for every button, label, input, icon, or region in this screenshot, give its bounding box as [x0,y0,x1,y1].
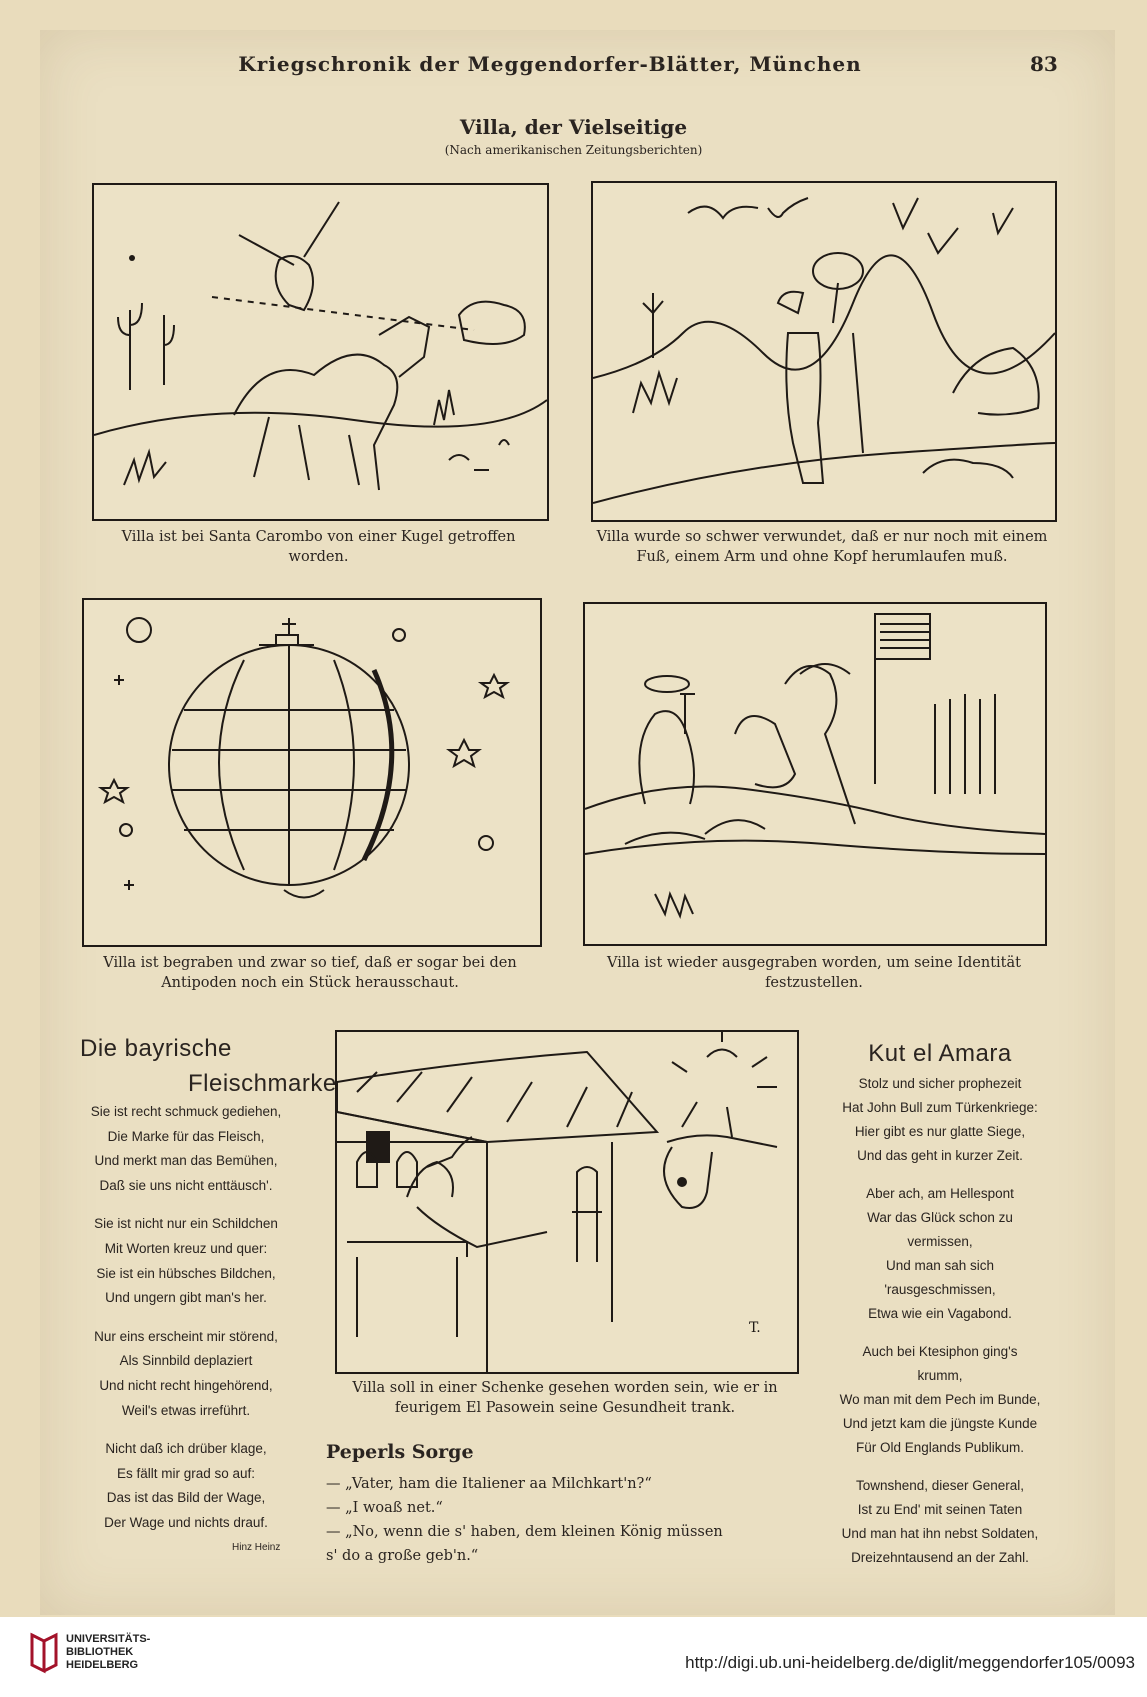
poem-line: Die Marke für das Fleisch, [107,1128,265,1144]
poem-line: Ist zu End' mit seinen Taten [857,1502,1023,1517]
poem-line: Mit Worten kreuz und quer: [104,1240,268,1256]
poem-line: Aber ach, am Hellespont [866,1186,1014,1201]
dialog-line: — „No, wenn die s' haben, dem kleinen Kö… [326,1524,723,1540]
cartoon-digging-illustration [585,613,1045,920]
cartoon-panel-3 [82,598,542,947]
library-logo-line: BIBLIOTHEK [66,1646,134,1658]
poem-left-stanza-4: Nicht daß ich drüber klage, Es fällt mir… [58,1437,314,1535]
poem-left-author: Hinz Heinz [232,1542,281,1553]
poem-line: Der Wage und nichts drauf. [104,1514,268,1530]
poem-left-stanza-3: Nur eins erscheint mir störend, Als Sinn… [58,1325,314,1423]
panel-2-caption: Villa wurde so schwer verwundet, daß er … [596,529,1048,565]
poem-line: Nicht daß ich drüber klage, [105,1441,267,1457]
panel-5-signature: T. [749,1320,761,1336]
poem-line: Und ungern gibt man's her. [105,1290,267,1306]
poem-line: Und jetzt kam die jüngste Kunde [842,1416,1038,1431]
poem-line: vermissen, [907,1234,973,1249]
article-title: Villa, der Vielseitige [459,115,688,139]
library-footer: UNIVERSITÄTS- BIBLIOTHEK HEIDELBERG http… [0,1617,1147,1697]
poem-line: Daß sie uns nicht enttäusch'. [99,1177,273,1193]
panel-5-caption: Villa soll in einer Schenke gesehen word… [352,1380,778,1416]
poem-line: Das ist das Bild der Wage, [106,1490,266,1506]
library-logo-line: HEIDELBERG [66,1659,139,1671]
poem-line: Dreizehntausend an der Zahl. [851,1550,1029,1565]
poem-left-stanza-2: Sie ist nicht nur ein Schildchen Mit Wor… [58,1212,314,1310]
poem-line: Hier gibt es nur glatte Siege, [854,1124,1026,1139]
cartoon-panel-2 [591,181,1057,522]
panel-1-caption: Villa ist bei Santa Carombo von einer Ku… [121,529,516,565]
poem-line: Etwa wie ein Vagabond. [868,1306,1012,1321]
poem-right-stanza-1: Stolz und sicher prophezeit Hat John Bul… [815,1072,1065,1168]
poem-line: 'rausgeschmissen, [884,1282,996,1297]
panel-4-caption: Villa ist wieder ausgegraben worden, um … [607,955,1021,991]
cartoon-panel-5: T. [335,1030,799,1374]
poem-line: krumm, [917,1368,963,1383]
page-number: 83 [1030,52,1058,76]
panel-3-caption: Villa ist begraben und zwar so tief, daß… [103,955,517,991]
library-logo-line: UNIVERSITÄTS- [66,1633,151,1645]
poem-line: Sie ist ein hübsches Bildchen, [96,1265,276,1281]
cartoon-panel-1 [92,183,549,521]
poem-line: Als Sinnbild deplaziert [119,1353,253,1369]
poem-line: War das Glück schon zu [867,1210,1013,1225]
poem-left-stanza-1: Sie ist recht schmuck gediehen, Die Mark… [58,1100,314,1198]
poem-left-title-line1: Die bayrische [80,1035,232,1062]
cartoon-panel-4 [583,602,1047,946]
poem-right-body: Stolz und sicher prophezeit Hat John Bul… [815,1072,1065,1584]
poem-line: Weil's etwas irreführt. [121,1402,251,1418]
university-library-logo-icon [30,1632,58,1674]
poem-line: Und das geht in kurzer Zeit. [857,1148,1023,1163]
cartoon-wounded-figure-illustration [593,197,1055,504]
poem-left-body: Sie ist recht schmuck gediehen, Die Mark… [58,1100,314,1550]
running-title: Kriegschronik der Meggendorfer-Blätter, … [238,52,862,76]
dialog-line: — „Vater, ham die Italiener aa Milchkart… [326,1476,652,1492]
cartoon-globe-illustration [97,617,511,899]
poem-line: Sie ist nicht nur ein Schildchen [94,1216,278,1232]
library-logo-text: UNIVERSITÄTS- BIBLIOTHEK HEIDELBERG [66,1633,150,1672]
poem-line: Townshend, dieser General, [855,1478,1025,1493]
poem-line: Es fällt mir grad so auf: [116,1465,256,1481]
dialog-line: s' do a große geb'n.“ [326,1548,479,1564]
poem-line: Und man sah sich [885,1258,995,1273]
dialog-title: Peperls Sorge [326,1441,474,1463]
poem-right-stanza-3: Auch bei Ktesiphon ging's krumm, Wo man … [815,1340,1065,1460]
poem-right-title: Kut el Amara [868,1040,1012,1067]
poem-line: Wo man mit dem Pech im Bunde, [839,1392,1041,1407]
poem-line: Sie ist recht schmuck gediehen, [90,1104,282,1119]
poem-line: Nur eins erscheint mir störend, [94,1328,278,1344]
article-subtitle: (Nach amerikanischen Zeitungsberichten) [444,143,703,157]
poem-line: Hat John Bull zum Türkenkriege: [842,1100,1038,1115]
poem-line: Und nicht recht hingehörend, [99,1377,273,1393]
dialog-line: — „I woaß net.“ [326,1500,443,1516]
cartoon-tavern-illustration: T. [337,1032,778,1372]
poem-line: Und merkt man das Bemühen, [94,1153,278,1169]
dialog-body: — „Vater, ham die Italiener aa Milchkart… [326,1472,796,1568]
poem-line: Stolz und sicher prophezeit [858,1076,1022,1091]
poem-line: Und man hat ihn nebst Soldaten, [841,1526,1039,1541]
digital-library-url[interactable]: http://digi.ub.uni-heidelberg.de/diglit/… [685,1653,1135,1672]
poem-right-stanza-2: Aber ach, am Hellespont War das Glück sc… [815,1182,1065,1326]
poem-line: Für Old Englands Publikum. [855,1440,1025,1455]
poem-right-stanza-4: Townshend, dieser General, Ist zu End' m… [815,1474,1065,1570]
poem-left-title-line2: Fleischmarke [188,1070,337,1097]
poem-line: Auch bei Ktesiphon ging's [862,1344,1018,1359]
cartoon-rider-illustration [94,201,547,491]
